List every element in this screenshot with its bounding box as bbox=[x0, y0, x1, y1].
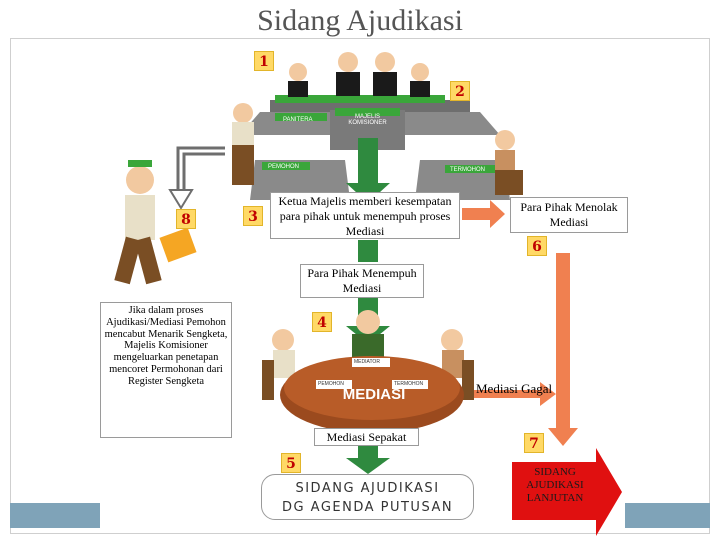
green-arrow-to-putusan bbox=[346, 446, 390, 474]
lanjutan-label: SIDANG AJUDIKASI LANJUTAN bbox=[526, 466, 584, 504]
corner-block-left bbox=[10, 503, 100, 528]
label-majelis-komisioner: MAJELIS KOMISIONER bbox=[348, 114, 387, 126]
page-title: Sidang Ajudikasi bbox=[257, 4, 463, 37]
label-pemohon-top: PEMOHON bbox=[268, 164, 300, 170]
menempuh-mediasi-box: Para Pihak Menempuh Mediasi bbox=[300, 264, 424, 298]
menolak-mediasi-box: Para Pihak Menolak Mediasi bbox=[510, 197, 628, 233]
label-mediasi: MEDIASI bbox=[342, 386, 406, 403]
step-badge-2: 2 bbox=[450, 81, 470, 101]
ketua-majelis-box: Ketua Majelis memberi kesempatan para pi… bbox=[270, 192, 460, 239]
orange-arrow-mediasi-gagal bbox=[470, 382, 556, 406]
orange-arrow-to-reject bbox=[462, 200, 505, 228]
green-arrow-to-menempuh bbox=[358, 240, 378, 262]
label-termohon-top: TERMOHON bbox=[450, 167, 485, 173]
label-pemohon-bottom: PEMOHON bbox=[318, 381, 344, 387]
courtroom-scene bbox=[232, 52, 523, 203]
putusan-line-2: DG AGENDA PUTUSAN bbox=[281, 500, 454, 515]
red-arrow-lanjutan bbox=[512, 448, 622, 536]
mediasi-sepakat-box: Mediasi Sepakat bbox=[314, 428, 419, 446]
step-badge-3: 3 bbox=[243, 206, 263, 226]
pencabutan-box: Jika dalam proses Ajudikasi/Mediasi Pemo… bbox=[100, 302, 232, 438]
label-termohon-bottom: TERMOHON bbox=[394, 381, 424, 387]
mediasi-scene bbox=[262, 310, 474, 433]
step-badge-1: 1 bbox=[254, 51, 274, 71]
mediasi-gagal-label: Mediasi Gagal bbox=[476, 381, 553, 396]
putusan-line-1: SIDANG AJUDIKASI bbox=[295, 481, 440, 496]
diagram-frame bbox=[10, 38, 710, 534]
step-badge-4: 4 bbox=[312, 312, 332, 332]
orange-arrow-to-lanjutan bbox=[548, 253, 578, 446]
step-badge-8: 8 bbox=[176, 209, 196, 229]
step-badge-5: 5 bbox=[281, 453, 301, 473]
corner-block-right bbox=[625, 503, 710, 528]
label-panitera: PANITERA bbox=[283, 117, 313, 123]
step-badge-7: 7 bbox=[524, 433, 544, 453]
pemohon-figure bbox=[114, 160, 197, 285]
step-badge-6: 6 bbox=[527, 236, 547, 256]
label-mediator: MEDIATOR bbox=[354, 359, 380, 365]
arrow-to-step-8 bbox=[168, 146, 225, 210]
putusan-box: SIDANG AJUDIKASI DG AGENDA PUTUSAN bbox=[261, 474, 474, 520]
